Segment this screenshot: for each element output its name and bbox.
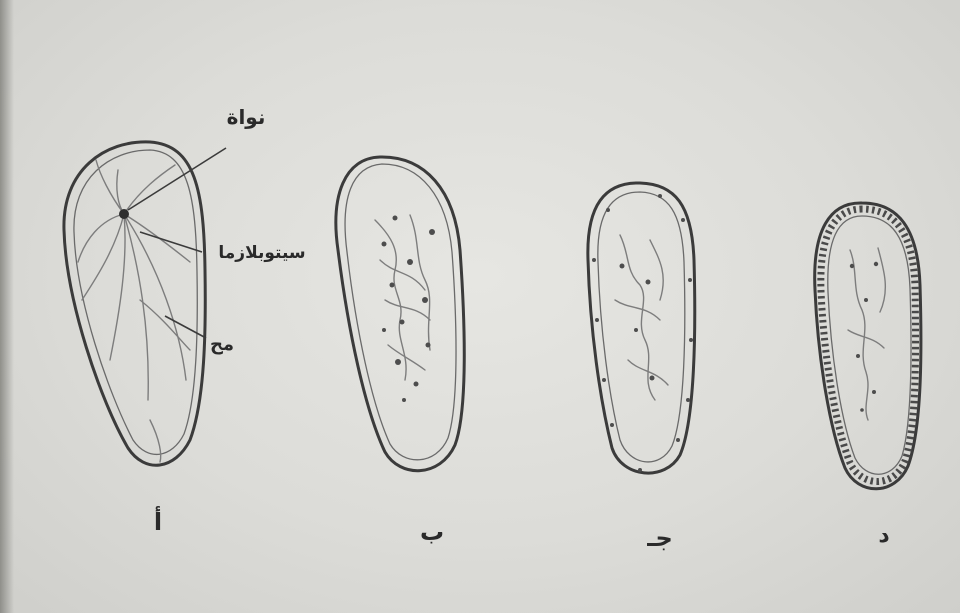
label-cytoplasm: سيتوبلازما <box>218 243 305 263</box>
stage-label-b: ب <box>420 518 444 546</box>
label-pointers <box>128 148 226 338</box>
nucleus-a <box>119 209 129 219</box>
stage-label-a: أ <box>154 506 162 536</box>
stage-label-d: د <box>878 523 889 548</box>
cell-c <box>588 183 695 473</box>
chromatin-d <box>848 248 885 420</box>
label-nucleus: نواة <box>227 105 266 129</box>
stage-label-c: جـ <box>646 524 673 552</box>
chromatin-cluster-b <box>375 215 435 402</box>
cell-d <box>815 203 921 489</box>
label-yolk: مح <box>210 334 234 355</box>
chromatin-c <box>615 235 668 400</box>
cell-a <box>64 142 205 465</box>
cell-b <box>336 157 464 471</box>
